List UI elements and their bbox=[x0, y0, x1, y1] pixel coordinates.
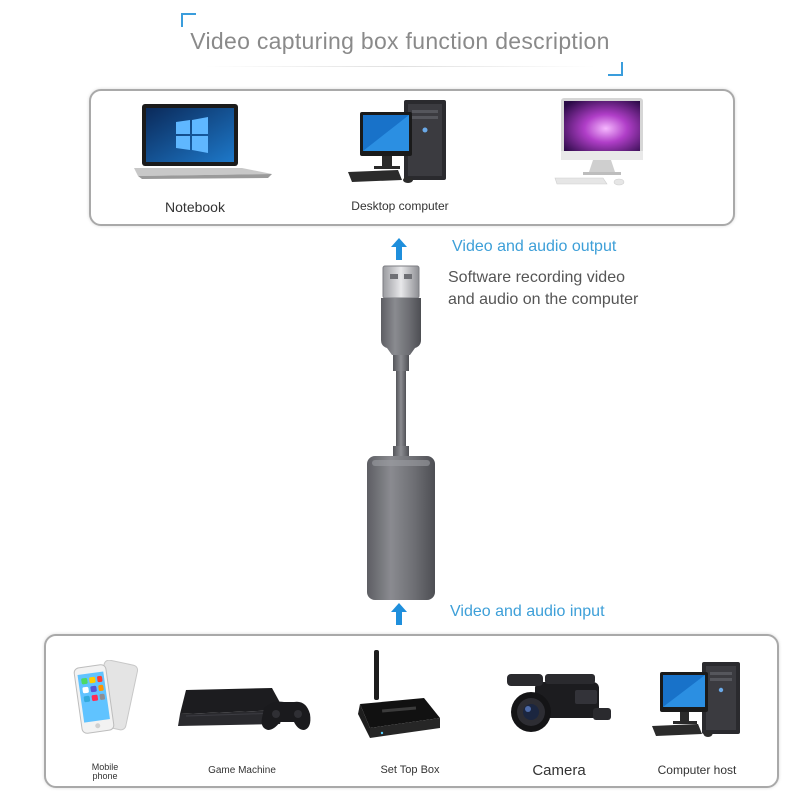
device-label-mobile-phone-line1: Mobile bbox=[91, 762, 119, 772]
input-label: Video and audio input bbox=[450, 603, 605, 620]
all-in-one-computer-icon bbox=[554, 98, 643, 186]
output-description-line2: and audio on the computer bbox=[448, 291, 639, 308]
device-label-notebook: Notebook bbox=[165, 199, 225, 215]
arrow-up-input-icon bbox=[391, 603, 407, 625]
title-underline bbox=[205, 66, 595, 67]
video-capture-box-icon bbox=[367, 265, 435, 600]
device-label-set-top-box: Set Top Box bbox=[380, 764, 440, 776]
title-bracket-top-left bbox=[181, 13, 196, 27]
mobile-phone-icon bbox=[73, 660, 139, 734]
device-label-computer-host: Computer host bbox=[657, 763, 737, 777]
arrow-up-output-icon bbox=[391, 238, 407, 260]
device-label-camera: Camera bbox=[532, 762, 586, 779]
title-bracket-bottom-right bbox=[608, 62, 623, 76]
device-label-mobile-phone-line2: phone bbox=[92, 771, 118, 781]
desktop-computer-icon bbox=[348, 100, 446, 183]
set-top-box-icon bbox=[358, 650, 440, 738]
device-label-desktop-computer: Desktop computer bbox=[351, 199, 449, 213]
computer-host-icon bbox=[652, 662, 740, 737]
output-label: Video and audio output bbox=[452, 238, 617, 255]
laptop-icon bbox=[134, 104, 272, 179]
camcorder-icon bbox=[507, 674, 611, 732]
device-label-game-machine: Game Machine bbox=[208, 765, 276, 776]
page-title: Video capturing box function description bbox=[190, 28, 610, 54]
game-console-icon bbox=[178, 688, 311, 730]
output-description-line1: Software recording video bbox=[448, 269, 625, 286]
